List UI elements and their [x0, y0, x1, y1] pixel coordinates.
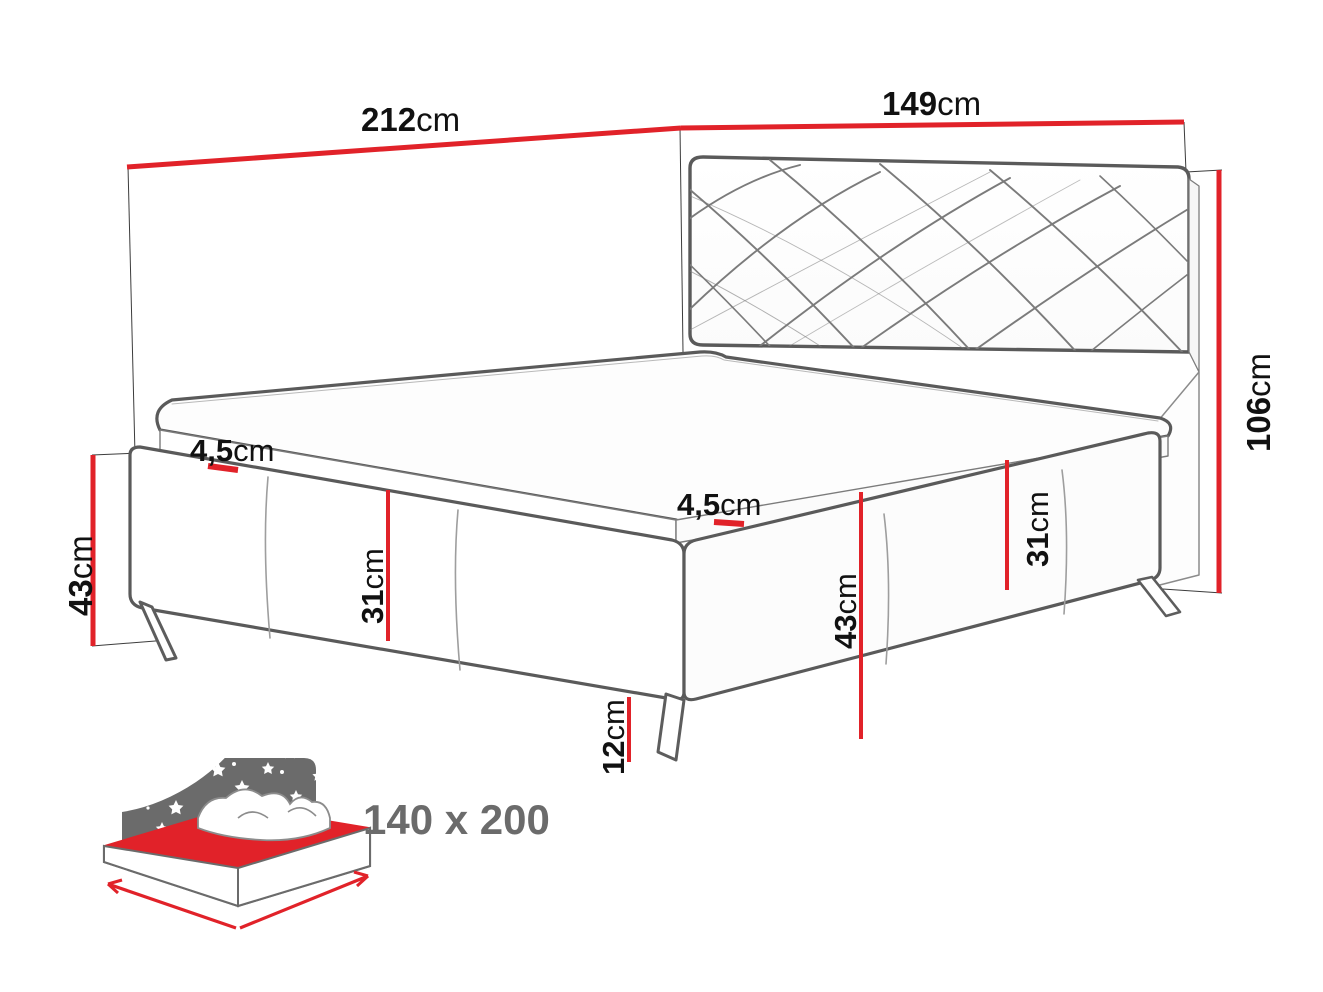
base-left-seam-2 [454, 509, 461, 671]
mattress-box-right [237, 826, 371, 908]
dimension-value-212: 212 [361, 101, 417, 138]
dimension-label-31-left: 31cm [355, 548, 391, 624]
mattress-size-arrows [106, 870, 370, 930]
bed-body [128, 155, 1200, 762]
dimension-value-149: 149 [882, 85, 938, 122]
witness-line-43-bottom [91, 639, 169, 647]
dimension-label-106: 106cm [1240, 353, 1278, 452]
witness-line-headboard-right [1183, 121, 1187, 173]
dimension-label-43-right: 43cm [828, 573, 864, 649]
dimension-unit-45-center: cm [720, 487, 762, 522]
dimension-value-43-left: 43 [62, 579, 99, 616]
dimension-label-212: 212cm [361, 101, 460, 139]
dimension-value-45-left: 4,5 [190, 433, 234, 468]
dimension-value-45-center: 4,5 [677, 487, 721, 522]
base-right-face [682, 431, 1162, 702]
dimension-unit-45-left: cm [233, 433, 275, 468]
dimension-label-45-center: 4,5cm [677, 487, 761, 523]
dimension-label-45-left: 4,5cm [190, 433, 274, 469]
witness-line-left-vertical [127, 165, 136, 456]
headboard-quilting [690, 159, 1188, 352]
dimline-45-left [207, 463, 239, 473]
dimension-unit-212: cm [416, 101, 461, 138]
dimension-value-106: 106 [1240, 396, 1277, 452]
pillow-crease-2 [287, 807, 317, 817]
dimension-unit-12: cm [596, 699, 631, 741]
dimension-value-31-right: 31 [1020, 532, 1055, 567]
leg-front-center [656, 692, 686, 762]
leg-right-front [1136, 575, 1182, 618]
headboard-side-edge [1188, 178, 1200, 373]
mattress-icon [102, 724, 372, 930]
dimension-label-149: 149cm [882, 85, 981, 123]
moon-crescent [122, 724, 248, 812]
mattress-size-label: 140 x 200 [363, 796, 550, 843]
dimension-label-12: 12cm [596, 699, 632, 775]
dimension-label-31-right: 31cm [1020, 491, 1056, 567]
dimension-value-31-left: 31 [355, 589, 390, 624]
base-right-seam-2 [1061, 469, 1068, 615]
witness-line-headboard-left [679, 126, 684, 353]
dimension-value-12: 12 [596, 740, 631, 775]
base-right-seam-1 [883, 513, 890, 665]
dimension-lines-red [90, 119, 1222, 762]
base-left-seam-1 [264, 476, 271, 639]
dimline-212 [126, 125, 682, 170]
mattress-top-crease [171, 355, 1159, 422]
dimension-unit-31-left: cm [355, 548, 390, 590]
pillow-crease-1 [237, 811, 269, 819]
dimension-unit-43-left: cm [62, 535, 99, 580]
dimension-label-43-left: 43cm [62, 535, 100, 616]
dimline-149 [680, 119, 1185, 131]
dimension-unit-31-right: cm [1020, 491, 1055, 533]
witness-line-106-top [1185, 169, 1223, 173]
dimline-45-center [713, 519, 745, 527]
dimension-value-43-right: 43 [828, 614, 863, 649]
leg-left-front [138, 600, 178, 662]
dimension-unit-149: cm [937, 85, 982, 122]
dimension-unit-43-right: cm [828, 573, 863, 615]
dimension-unit-106: cm [1240, 352, 1277, 397]
